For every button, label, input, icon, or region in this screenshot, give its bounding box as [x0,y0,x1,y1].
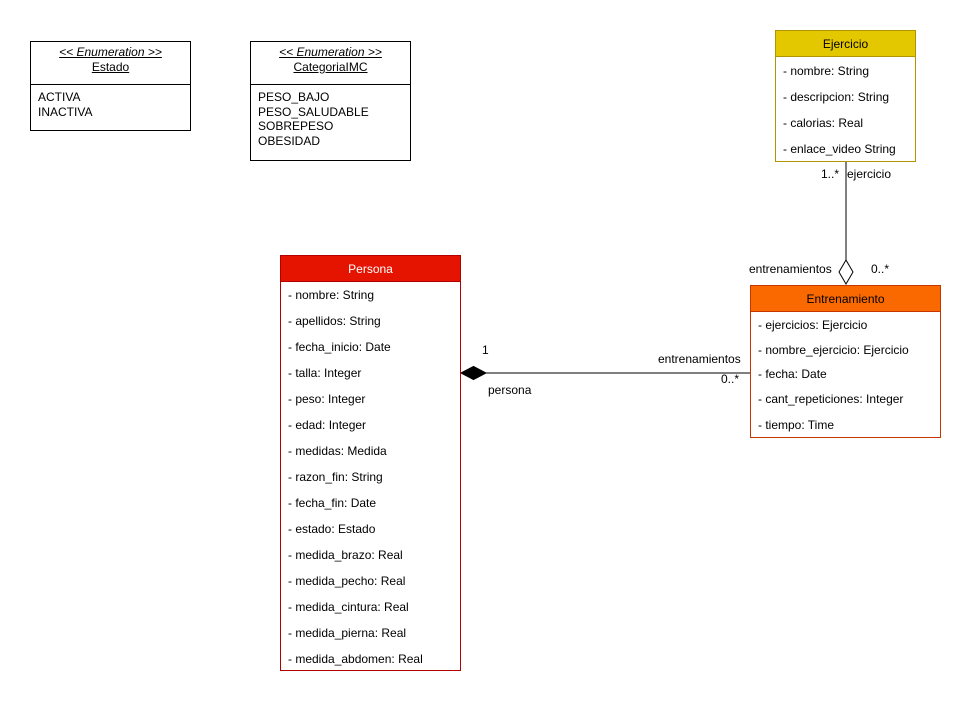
enum-estado-values: ACTIVA INACTIVA [38,90,92,119]
enum-categoria-name: CategoriaIMC [293,60,368,74]
class-persona[interactable]: Persona - nombre: String - apellidos: St… [280,255,461,671]
attribute: - fecha: Date [758,367,827,381]
enum-estado-header: << Enumeration >> Estado [31,42,190,75]
role-label: persona [488,383,532,397]
role-label: ejercicio [847,167,892,181]
enum-value: PESO_BAJO [258,90,330,104]
multiplicity-label: 1..* [821,167,840,181]
attribute: - nombre: String [288,288,375,302]
enum-estado-divider [31,84,190,85]
attribute: - peso: Integer [288,392,366,406]
aggregation-diamond [838,259,854,285]
enum-categoria-header: << Enumeration >> CategoriaIMC [251,42,410,75]
class-ejercicio[interactable]: Ejercicio - nombre: String - descripcion… [775,30,916,162]
attribute: - razon_fin: String [288,470,383,484]
enum-categoria-imc[interactable]: << Enumeration >> CategoriaIMC PESO_BAJO… [250,41,411,161]
attribute: - apellidos: String [288,314,381,328]
enum-estado-stereotype: << Enumeration >> [59,45,162,59]
enum-categoria-stereotype: << Enumeration >> [279,45,382,59]
enum-value: PESO_SALUDABLE [258,104,369,119]
role-label: entrenamientos [749,262,832,276]
attribute: - nombre: String [783,64,870,78]
attribute: - enlace_video String [783,142,896,156]
enum-value: INACTIVA [38,104,93,119]
attribute: - medidas: Medida [288,444,387,458]
composition-diamond [459,365,488,381]
attribute: - estado: Estado [288,522,376,536]
attribute: - medida_cintura: Real [288,600,409,614]
class-ejercicio-name: Ejercicio [822,37,869,51]
attribute: - nombre_ejercicio: Ejercicio [758,343,909,357]
attribute: - tiempo: Time [758,418,835,432]
class-ejercicio-header: Ejercicio [775,30,916,57]
attribute: - descripcion: String [783,90,890,104]
attribute: - calorias: Real [783,116,864,130]
enum-categoria-values: PESO_BAJO PESO_SALUDABLE SOBREPESO OBESI… [258,90,369,148]
class-persona-name: Persona [348,262,393,276]
attribute: - edad: Integer [288,418,367,432]
class-entrenamiento[interactable]: Entrenamiento - ejercicios: Ejercicio - … [750,285,941,438]
class-entrenamiento-name: Entrenamiento [806,292,885,306]
multiplicity-label: 0..* [721,372,740,386]
role-label: entrenamientos [658,352,741,366]
attribute: - talla: Integer [288,366,362,380]
attribute: - cant_repeticiones: Integer [758,392,904,406]
enum-estado-name: Estado [91,60,130,74]
enum-estado[interactable]: << Enumeration >> Estado ACTIVA INACTIVA [30,41,191,131]
attribute: - medida_pecho: Real [288,574,406,588]
enum-categoria-divider [251,84,410,85]
enum-value: SOBREPESO [258,119,334,133]
attribute: - fecha_inicio: Date [288,340,391,354]
attribute: - medida_abdomen: Real [288,652,423,666]
multiplicity-label: 1 [482,343,489,357]
class-entrenamiento-header: Entrenamiento [750,285,941,312]
attribute: - medida_brazo: Real [288,548,403,562]
attribute: - medida_pierna: Real [288,626,407,640]
enum-value: OBESIDAD [258,133,321,148]
attribute: - fecha_fin: Date [288,496,377,510]
multiplicity-label: 0..* [871,262,890,276]
attribute: - ejercicios: Ejercicio [758,318,868,332]
class-persona-header: Persona [280,255,461,282]
enum-value: ACTIVA [38,90,81,104]
